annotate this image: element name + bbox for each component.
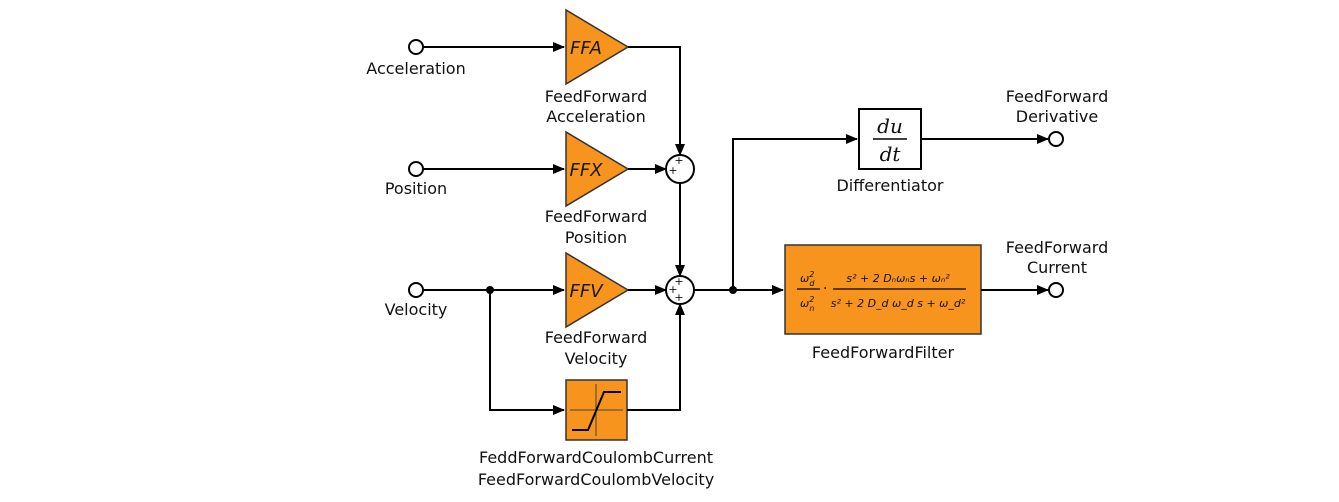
ffv-triangle [565, 251, 630, 329]
ffa-label-line2: Acceleration [546, 107, 645, 126]
saturation-curve [572, 391, 621, 431]
differentiator-rect [858, 108, 922, 170]
wire-saturation-to-sum2 [627, 303, 685, 411]
wire-velocity-to-saturation [489, 290, 565, 415]
ffa-label-line1: FeedForward [545, 87, 648, 106]
sum-junction-1-circle [665, 154, 695, 184]
velocity-input-port [408, 282, 424, 298]
ffx-gain-block: FFX [565, 130, 630, 208]
filter-frac2-numerator: s² + 2 Dₙωₙs + ωₙ² [846, 272, 950, 285]
derivative-output-label-line1: FeedForward [1006, 87, 1109, 106]
ffv-gain-block: FFV [565, 251, 630, 329]
ffa-gain-block: FFA [565, 8, 630, 86]
position-input-label: Position [385, 179, 447, 198]
velocity-input-label: Velocity [385, 300, 448, 319]
saturation-label-line1: FeddForwardCoulombCurrent [479, 448, 713, 467]
acceleration-input-label: Acceleration [366, 59, 465, 78]
ffa-triangle [565, 8, 630, 86]
current-output-label-line2: Current [1027, 258, 1087, 277]
current-output-label-line1: FeedForward [1006, 238, 1109, 257]
sum1-sign-top: + [674, 154, 683, 167]
sum-junction-2: + + + [665, 275, 695, 305]
ffx-triangle [565, 130, 630, 208]
acceleration-input-port [408, 39, 424, 55]
derivative-output-port [1048, 131, 1064, 147]
ffx-label-line2: Position [565, 228, 627, 247]
filter-label: FeedForwardFilter [812, 343, 955, 362]
differentiator-label: Differentiator [836, 176, 943, 195]
wire-ffa-to-sum1 [628, 46, 685, 156]
saturation-label-line2: FeedForwardCoulombVelocity [478, 470, 714, 489]
wire-branch-to-differentiator [732, 134, 858, 290]
ffx-symbol: FFX [569, 160, 603, 181]
differentiator-denominator: dt [880, 142, 902, 166]
sum2-sign-top: + [674, 275, 683, 288]
differentiator-numerator: du [877, 114, 903, 138]
filter-multiply-dot: · [823, 281, 827, 297]
sum2-sign-left: + [668, 283, 677, 296]
sum1-sign-left: + [668, 164, 677, 177]
position-input-port [408, 161, 424, 177]
coulomb-saturation-block [565, 379, 628, 441]
differentiator-block: du dt [858, 108, 922, 170]
current-output-port [1048, 282, 1064, 298]
ffv-label-line2: Velocity [565, 349, 628, 368]
ffv-symbol: FFV [569, 281, 604, 302]
derivative-output-label-line2: Derivative [1016, 107, 1099, 126]
ffv-label-line1: FeedForward [545, 328, 648, 347]
sum-junction-1: + + [665, 154, 695, 184]
ffa-symbol: FFA [570, 38, 602, 59]
sum2-sign-bottom: + [674, 291, 683, 304]
ffx-label-line1: FeedForward [545, 207, 648, 226]
filter-frac2-denominator: s² + 2 D_d ω_d s + ω_d² [831, 297, 966, 310]
